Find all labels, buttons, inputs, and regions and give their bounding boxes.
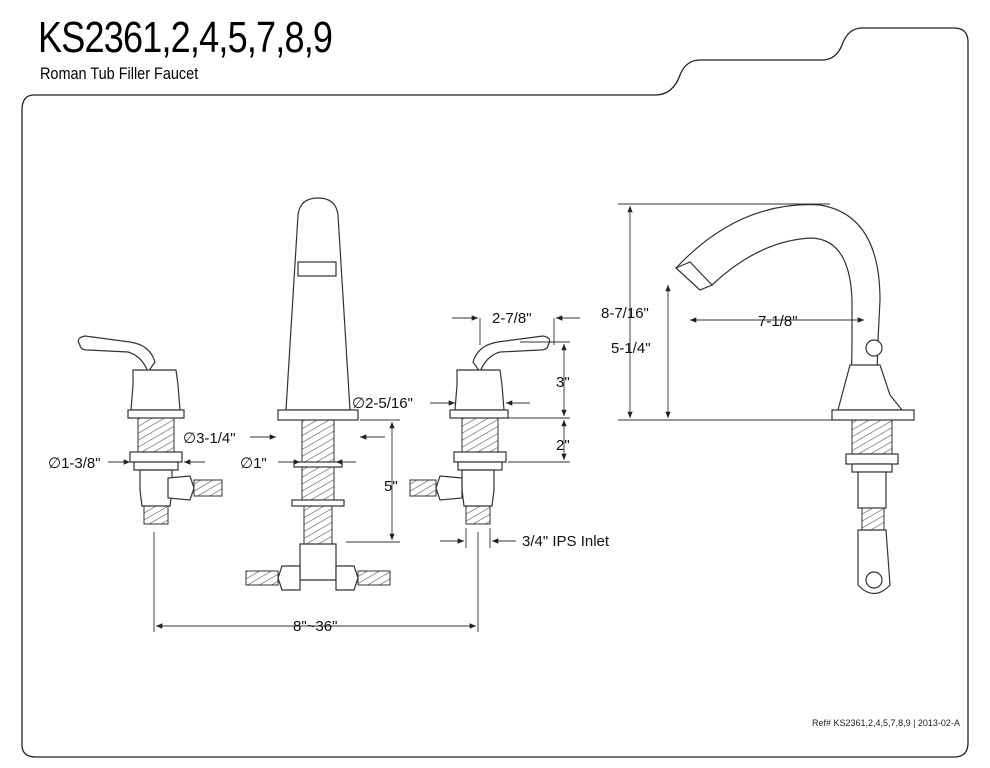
dim-spout-height: 5-1/4" xyxy=(611,340,651,357)
right-valve xyxy=(409,335,551,525)
dim-handle-height: 3" xyxy=(556,374,570,391)
dim-shank-length: 5" xyxy=(384,478,398,495)
center-spout xyxy=(245,197,391,591)
dim-spout-base-diameter: ∅3-1/4" xyxy=(183,430,236,447)
model-title: KS2361,2,4,5,7,8,9 xyxy=(38,13,333,62)
dim-handle-base-height: 2" xyxy=(556,437,570,454)
dim-inlet: 3/4" IPS Inlet xyxy=(522,533,610,550)
dim-total-height: 8-7/16" xyxy=(601,305,649,322)
dim-center-spread: 8"~36" xyxy=(293,618,337,635)
dim-spout-reach: 7-1/8" xyxy=(758,313,798,330)
dim-spout-shank-diameter: ∅1" xyxy=(240,455,267,472)
dim-handle-spread: 2-7/8" xyxy=(492,310,532,327)
reference-number: Ref# KS2361,2,4,5,7,8,9 | 2013-02-A xyxy=(812,718,960,728)
side-spout xyxy=(674,204,915,595)
product-subtitle: Roman Tub Filler Faucet xyxy=(40,64,199,83)
dim-valve-diameter: ∅1-3/8" xyxy=(48,455,101,472)
left-valve xyxy=(77,335,223,525)
dimension-lines xyxy=(108,203,864,632)
drawing-frame xyxy=(21,27,969,758)
dim-handle-base-diameter: ∅2-5/16" xyxy=(352,395,413,412)
